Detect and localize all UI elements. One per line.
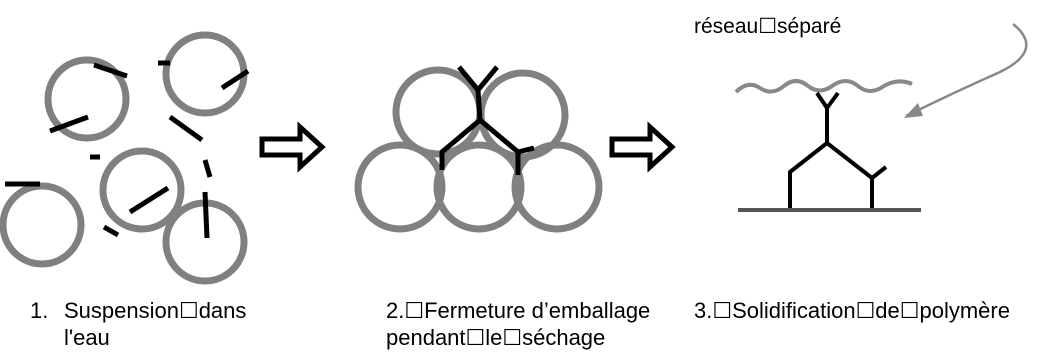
particle [511,141,603,233]
pointer-arrowhead [904,103,923,118]
particle [392,66,484,158]
particle [99,147,185,233]
stage1-number: 1. [30,298,49,323]
polymer-segment [220,68,250,91]
polymer-segment [49,114,89,134]
stage1-particles [0,31,248,285]
process-arrow-2 [609,121,676,173]
stage2-chains [439,65,535,175]
particle [162,31,248,117]
particle [354,141,446,233]
separate-network-wavy-line [734,79,913,94]
stage1-chains [5,60,250,239]
network-label: réseau☐séparé [694,15,842,38]
polymer-segment [168,114,204,143]
polymer-segment [93,62,128,79]
network-junction [788,91,888,210]
stage1-caption-line2: l'eau [64,325,110,350]
stage3-network [734,23,1028,212]
particle [0,182,85,268]
stage1-caption-line1: 1. Suspension☐dans [30,297,246,324]
stage2-caption-line1: 2.☐Fermeture d’emballage [386,298,651,323]
polymer-bridge [439,65,535,175]
stage1-caption: 1. Suspension☐dans l'eau [30,297,246,351]
polymer-segment [202,191,210,239]
particle [433,141,525,233]
process-arrow-1 [259,121,326,173]
pointer-arrow-line [905,23,1028,118]
stage2-caption: 2.☐Fermeture d’emballage pendant☐le☐séch… [386,297,650,351]
particle [44,56,130,142]
stage2-caption-line2: pendant☐le☐séchage [386,325,606,350]
stage1-caption-text: Suspension☐dans [64,298,247,323]
polymer-segment [202,159,213,178]
stage3-caption: 3.☐Solidification☐de☐polymère [694,298,1010,323]
polymer-segment [102,224,120,238]
polymer-segment [128,185,170,215]
